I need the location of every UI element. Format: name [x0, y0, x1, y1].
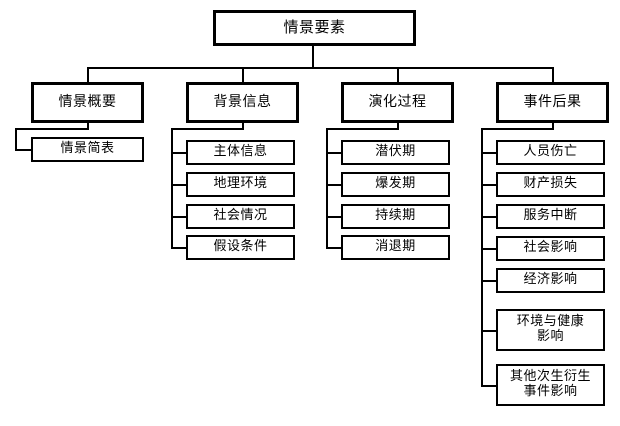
node-branch-4-child-1-label: 人员伤亡 [523, 144, 578, 160]
node-branch-2-label: 背景信息 [213, 94, 272, 111]
node-branch-4-child-6[interactable]: 环境与健康 影响 [496, 309, 605, 351]
node-branch-4-child-7[interactable]: 其他次生衍生 事件影响 [496, 364, 605, 406]
node-branch-2-child-4-label: 假设条件 [213, 239, 268, 255]
connector-branch3-rail [326, 128, 328, 247]
node-branch-3-child-2[interactable]: 爆发期 [341, 172, 450, 197]
node-branch-4-child-2-label: 财产损失 [523, 176, 578, 192]
node-branch-4-label: 事件后果 [523, 94, 582, 111]
connector-branch4-stub-6 [481, 330, 498, 332]
node-branch-4-child-4[interactable]: 社会影响 [496, 236, 605, 261]
node-branch-3-child-1-label: 潜伏期 [375, 144, 416, 160]
node-branch-1-label: 情景概要 [58, 94, 117, 111]
connector-branch1-rail [15, 128, 17, 150]
connector-branch2-stub-1 [171, 152, 188, 154]
connector-branch1-stub-1 [15, 149, 33, 151]
connector-drop-branch-2 [242, 67, 244, 83]
node-branch-2-child-3-label: 社会情况 [213, 208, 268, 224]
node-branch-2-child-3[interactable]: 社会情况 [186, 204, 295, 229]
connector-branch2-rail [171, 128, 173, 247]
connector-branch4-stub-2 [481, 184, 498, 186]
connector-branch4-stub-5 [481, 280, 498, 282]
connector-branch3-elbow-top [326, 128, 399, 130]
connector-branch1-elbow-top [15, 128, 89, 130]
connector-branch3-stub-1 [326, 152, 343, 154]
connector-branch3-stub-3 [326, 216, 343, 218]
connector-root-stem [312, 45, 314, 68]
connector-branch2-elbow-top [171, 128, 244, 130]
node-branch-3-child-3-label: 持续期 [375, 208, 416, 224]
connector-branch4-stub-3 [481, 216, 498, 218]
node-branch-2-child-2-label: 地理环境 [213, 176, 268, 192]
node-branch-2-child-2[interactable]: 地理环境 [186, 172, 295, 197]
connector-drop-branch-3 [397, 67, 399, 83]
node-branch-3-child-3[interactable]: 持续期 [341, 204, 450, 229]
node-branch-4-child-5-label: 经济影响 [523, 272, 578, 288]
node-branch-4[interactable]: 事件后果 [496, 82, 609, 123]
connector-branch2-stub-2 [171, 184, 188, 186]
node-branch-4-child-5[interactable]: 经济影响 [496, 268, 605, 293]
node-branch-4-child-7-label: 其他次生衍生 事件影响 [509, 369, 591, 399]
node-branch-1[interactable]: 情景概要 [31, 82, 144, 123]
connector-branch4-elbow-top [481, 128, 554, 130]
node-branch-4-child-1[interactable]: 人员伤亡 [496, 140, 605, 165]
node-root-label: 情景要素 [283, 18, 346, 37]
node-branch-4-child-4-label: 社会影响 [523, 240, 578, 256]
node-branch-4-child-3-label: 服务中断 [523, 208, 578, 224]
connector-branch1-stem [87, 122, 89, 129]
node-branch-3-child-4-label: 消退期 [375, 239, 416, 255]
node-root[interactable]: 情景要素 [213, 10, 416, 46]
connector-branch4-stub-4 [481, 248, 498, 250]
connector-drop-branch-1 [87, 67, 89, 83]
connector-branch3-stem [397, 122, 399, 129]
node-branch-3-child-2-label: 爆发期 [375, 176, 416, 192]
node-branch-4-child-2[interactable]: 财产损失 [496, 172, 605, 197]
connector-branch4-stem [552, 122, 554, 129]
node-branch-2-child-1-label: 主体信息 [213, 144, 268, 160]
node-branch-2[interactable]: 背景信息 [186, 82, 299, 123]
connector-branch2-stem [242, 122, 244, 129]
connector-branch3-stub-4 [326, 247, 343, 249]
node-branch-3-child-4[interactable]: 消退期 [341, 235, 450, 260]
node-branch-2-child-1[interactable]: 主体信息 [186, 140, 295, 165]
node-branch-1-child-1-label: 情景简表 [60, 141, 115, 157]
connector-drop-branch-4 [552, 67, 554, 83]
node-branch-2-child-4[interactable]: 假设条件 [186, 235, 295, 260]
connector-branch3-stub-2 [326, 184, 343, 186]
connector-level2-bus [88, 67, 554, 69]
connector-branch4-rail [481, 128, 483, 386]
connector-branch4-stub-7 [481, 385, 498, 387]
node-branch-3[interactable]: 演化过程 [341, 82, 454, 123]
node-branch-3-child-1[interactable]: 潜伏期 [341, 140, 450, 165]
node-branch-4-child-3[interactable]: 服务中断 [496, 204, 605, 229]
connector-branch4-stub-1 [481, 152, 498, 154]
node-branch-4-child-6-label: 环境与健康 影响 [516, 314, 585, 344]
connector-branch2-stub-3 [171, 216, 188, 218]
node-branch-3-label: 演化过程 [368, 94, 427, 111]
connector-branch2-stub-4 [171, 247, 188, 249]
node-branch-1-child-1[interactable]: 情景简表 [31, 137, 144, 162]
